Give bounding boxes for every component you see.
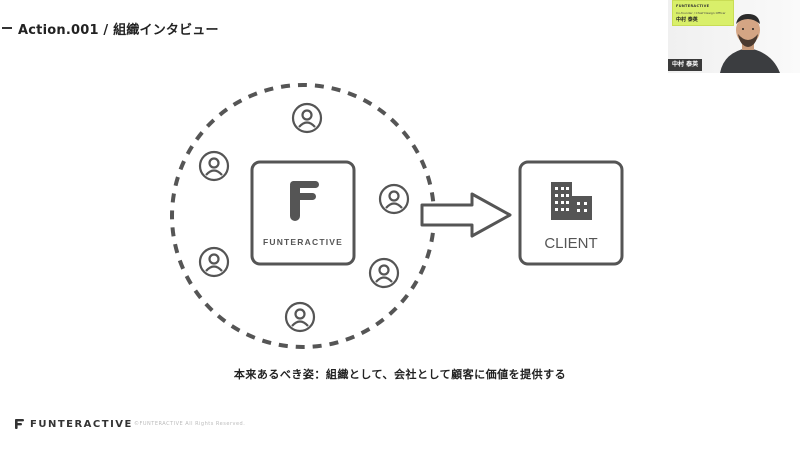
participant-video-tile[interactable]: FUNTERACTIVE Co-founder / Chief Design O… bbox=[668, 0, 800, 73]
building-icon bbox=[551, 182, 592, 220]
slide-title: Action.001 / 組織インタビュー bbox=[18, 22, 219, 38]
sign-brand: FUNTERACTIVE bbox=[676, 4, 710, 8]
footer-copyright: ©FUNTERACTIVE All Rights Reserved. bbox=[134, 421, 246, 427]
footer-brand: FUNTERACTIVE bbox=[30, 418, 133, 430]
sign-role: Co-founder / Chief Design Officer bbox=[676, 11, 726, 15]
participant-video bbox=[720, 14, 780, 73]
person-icon bbox=[284, 301, 316, 333]
person-icon bbox=[368, 257, 400, 289]
participant-name-tag: 中村 泰英 bbox=[668, 59, 703, 71]
person-icon bbox=[198, 150, 230, 182]
background-sign: FUNTERACTIVE Co-founder / Chief Design O… bbox=[672, 0, 734, 26]
footer-logo: FUNTERACTIVE bbox=[14, 418, 133, 430]
slide-caption: 本来あるべき姿：組織として、会社として顧客に価値を提供する bbox=[233, 368, 567, 381]
title-dash bbox=[2, 27, 12, 29]
funteractive-logo-icon bbox=[290, 181, 319, 221]
arrow-right-icon bbox=[420, 192, 512, 238]
person-icon bbox=[198, 246, 230, 278]
slide-header: Action.001 / 組織インタビュー bbox=[0, 18, 219, 38]
person-icon bbox=[291, 102, 323, 134]
client-box-label: CLIENT bbox=[544, 235, 597, 252]
sign-name: 中村 泰英 bbox=[676, 17, 698, 23]
funteractive-box bbox=[250, 160, 356, 266]
person-icon bbox=[378, 183, 410, 215]
funteractive-box-label: FUNTERACTIVE bbox=[263, 237, 343, 247]
funteractive-logo-icon bbox=[15, 419, 24, 429]
